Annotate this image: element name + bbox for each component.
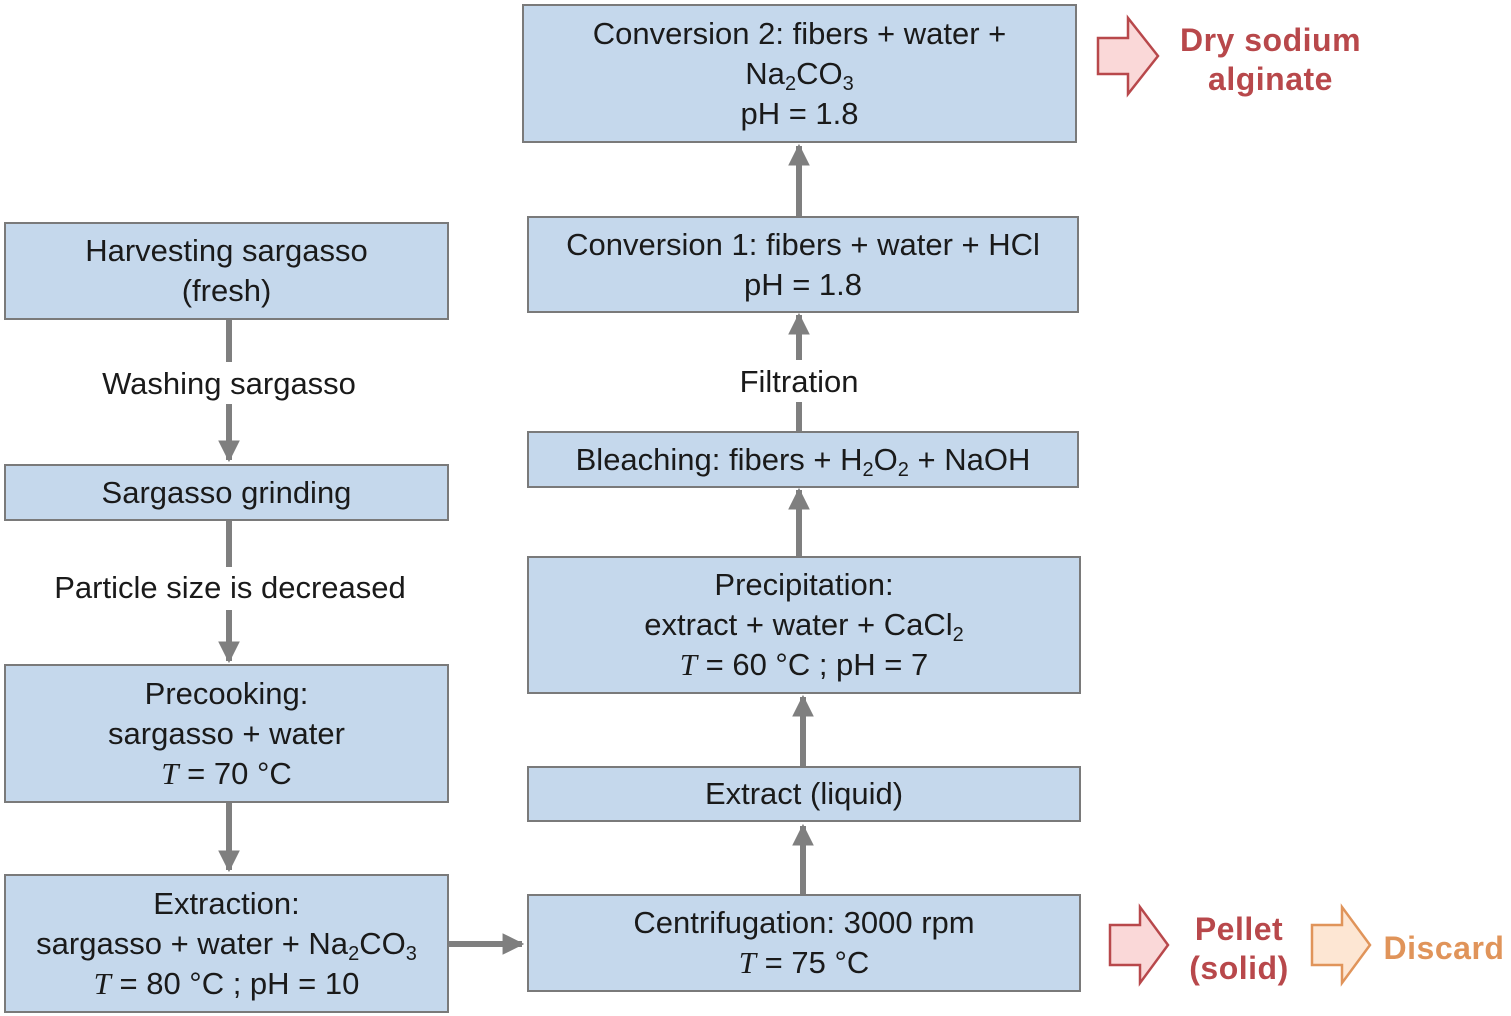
subscript: 2 xyxy=(952,624,964,646)
conversion2-na: Na xyxy=(745,55,785,91)
temperature-symbol: T xyxy=(738,945,757,980)
precipitation-line2-text: extract + water + CaCl xyxy=(644,607,953,642)
node-bleaching: Bleaching: fibers + H2O2 + NaOH xyxy=(527,431,1079,488)
node-grinding: Sargasso grinding xyxy=(4,464,449,521)
extraction-line1: Extraction: xyxy=(153,885,300,921)
output-arrow-pellet xyxy=(1108,903,1170,987)
subscript: 2 xyxy=(784,72,797,95)
temperature-symbol: T xyxy=(679,647,697,682)
precipitation-line3: T = 60 °C ; pH = 7 xyxy=(680,645,929,685)
conversion1-line2: pH = 1.8 xyxy=(743,266,863,302)
output-arrow-dry-alginate xyxy=(1096,14,1160,98)
output-dry-line1: Dry sodium xyxy=(1179,22,1362,58)
conversion1-line1: Conversion 1: fibers + water + HCl xyxy=(566,226,1040,262)
node-precipitation: Precipitation: extract + water + CaCl2 T… xyxy=(527,556,1081,694)
edge-label-particle: Particle size is decreased xyxy=(54,570,406,605)
subscript: 3 xyxy=(842,72,854,95)
precooking-temp: = 70 °C xyxy=(178,755,292,791)
node-centrifugation: Centrifugation: 3000 rpm T = 75 °C xyxy=(527,894,1081,992)
temperature-symbol: T xyxy=(161,755,179,791)
output-arrow-discard xyxy=(1310,903,1372,987)
bleaching-o: O xyxy=(873,441,898,477)
subscript: 2 xyxy=(897,458,909,481)
grinding-line1: Sargasso grinding xyxy=(101,474,352,510)
output-discard: Discard xyxy=(1383,930,1505,966)
subscript: 2 xyxy=(348,942,360,965)
node-extract: Extract (liquid) xyxy=(527,766,1081,822)
extraction-conditions: = 80 °C ; pH = 10 xyxy=(110,965,360,1001)
harvesting-line2: (fresh) xyxy=(181,273,272,308)
temperature-symbol: T xyxy=(93,965,111,1001)
precooking-line1: Precooking: xyxy=(144,675,309,711)
precipitation-line1: Precipitation: xyxy=(714,567,894,602)
output-dry-sodium-alginate: Dry sodium alginate xyxy=(1168,21,1373,99)
edge-label-washing: Washing sargasso xyxy=(102,366,356,401)
node-conversion2: Conversion 2: fibers + water + Na2CO3 pH… xyxy=(522,4,1077,143)
extraction-line2-co: CO xyxy=(359,925,406,961)
conversion2-line1: Conversion 2: fibers + water + xyxy=(592,15,1007,51)
precipitation-conditions: = 60 °C ; pH = 7 xyxy=(697,647,929,682)
node-extraction: Extraction: sargasso + water + Na2CO3 T … xyxy=(4,874,449,1013)
conversion2-co: CO xyxy=(796,55,843,91)
extraction-line2: sargasso + water + Na2CO3 xyxy=(36,924,417,964)
bleaching-text: Bleaching: fibers + H xyxy=(575,441,863,477)
subscript: 2 xyxy=(862,458,874,481)
precooking-line3: T = 70 °C xyxy=(161,754,291,794)
extraction-line2-text: sargasso + water + Na xyxy=(36,925,349,961)
node-precooking: Precooking: sargasso + water T = 70 °C xyxy=(4,664,449,803)
extraction-line3: T = 80 °C ; pH = 10 xyxy=(94,964,360,1004)
centrifugation-line1: Centrifugation: 3000 rpm xyxy=(633,905,975,940)
harvesting-line1: Harvesting sargasso xyxy=(85,233,368,268)
node-conversion1: Conversion 1: fibers + water + HCl pH = … xyxy=(527,216,1079,313)
precipitation-line2: extract + water + CaCl2 xyxy=(644,605,964,645)
centrifugation-line2: T = 75 °C xyxy=(739,943,869,983)
conversion2-line2: Na2CO3 xyxy=(745,54,853,94)
bleaching-naoh: + NaOH xyxy=(908,441,1031,477)
conversion2-line3: pH = 1.8 xyxy=(740,95,859,131)
subscript: 3 xyxy=(405,942,417,965)
edge-label-filtration: Filtration xyxy=(739,364,859,399)
extract-line1: Extract (liquid) xyxy=(704,776,904,811)
output-pellet: Pellet (solid) xyxy=(1176,910,1302,988)
bleaching-line1: Bleaching: fibers + H2O2 + NaOH xyxy=(576,440,1031,480)
node-harvesting: Harvesting sargasso (fresh) xyxy=(4,222,449,320)
precooking-line2: sargasso + water xyxy=(108,715,345,751)
output-dry-line2: alginate xyxy=(1208,61,1333,97)
output-pellet-line2: (solid) xyxy=(1189,950,1289,986)
centrifugation-temp: = 75 °C xyxy=(756,945,870,980)
output-pellet-line1: Pellet xyxy=(1194,911,1284,947)
